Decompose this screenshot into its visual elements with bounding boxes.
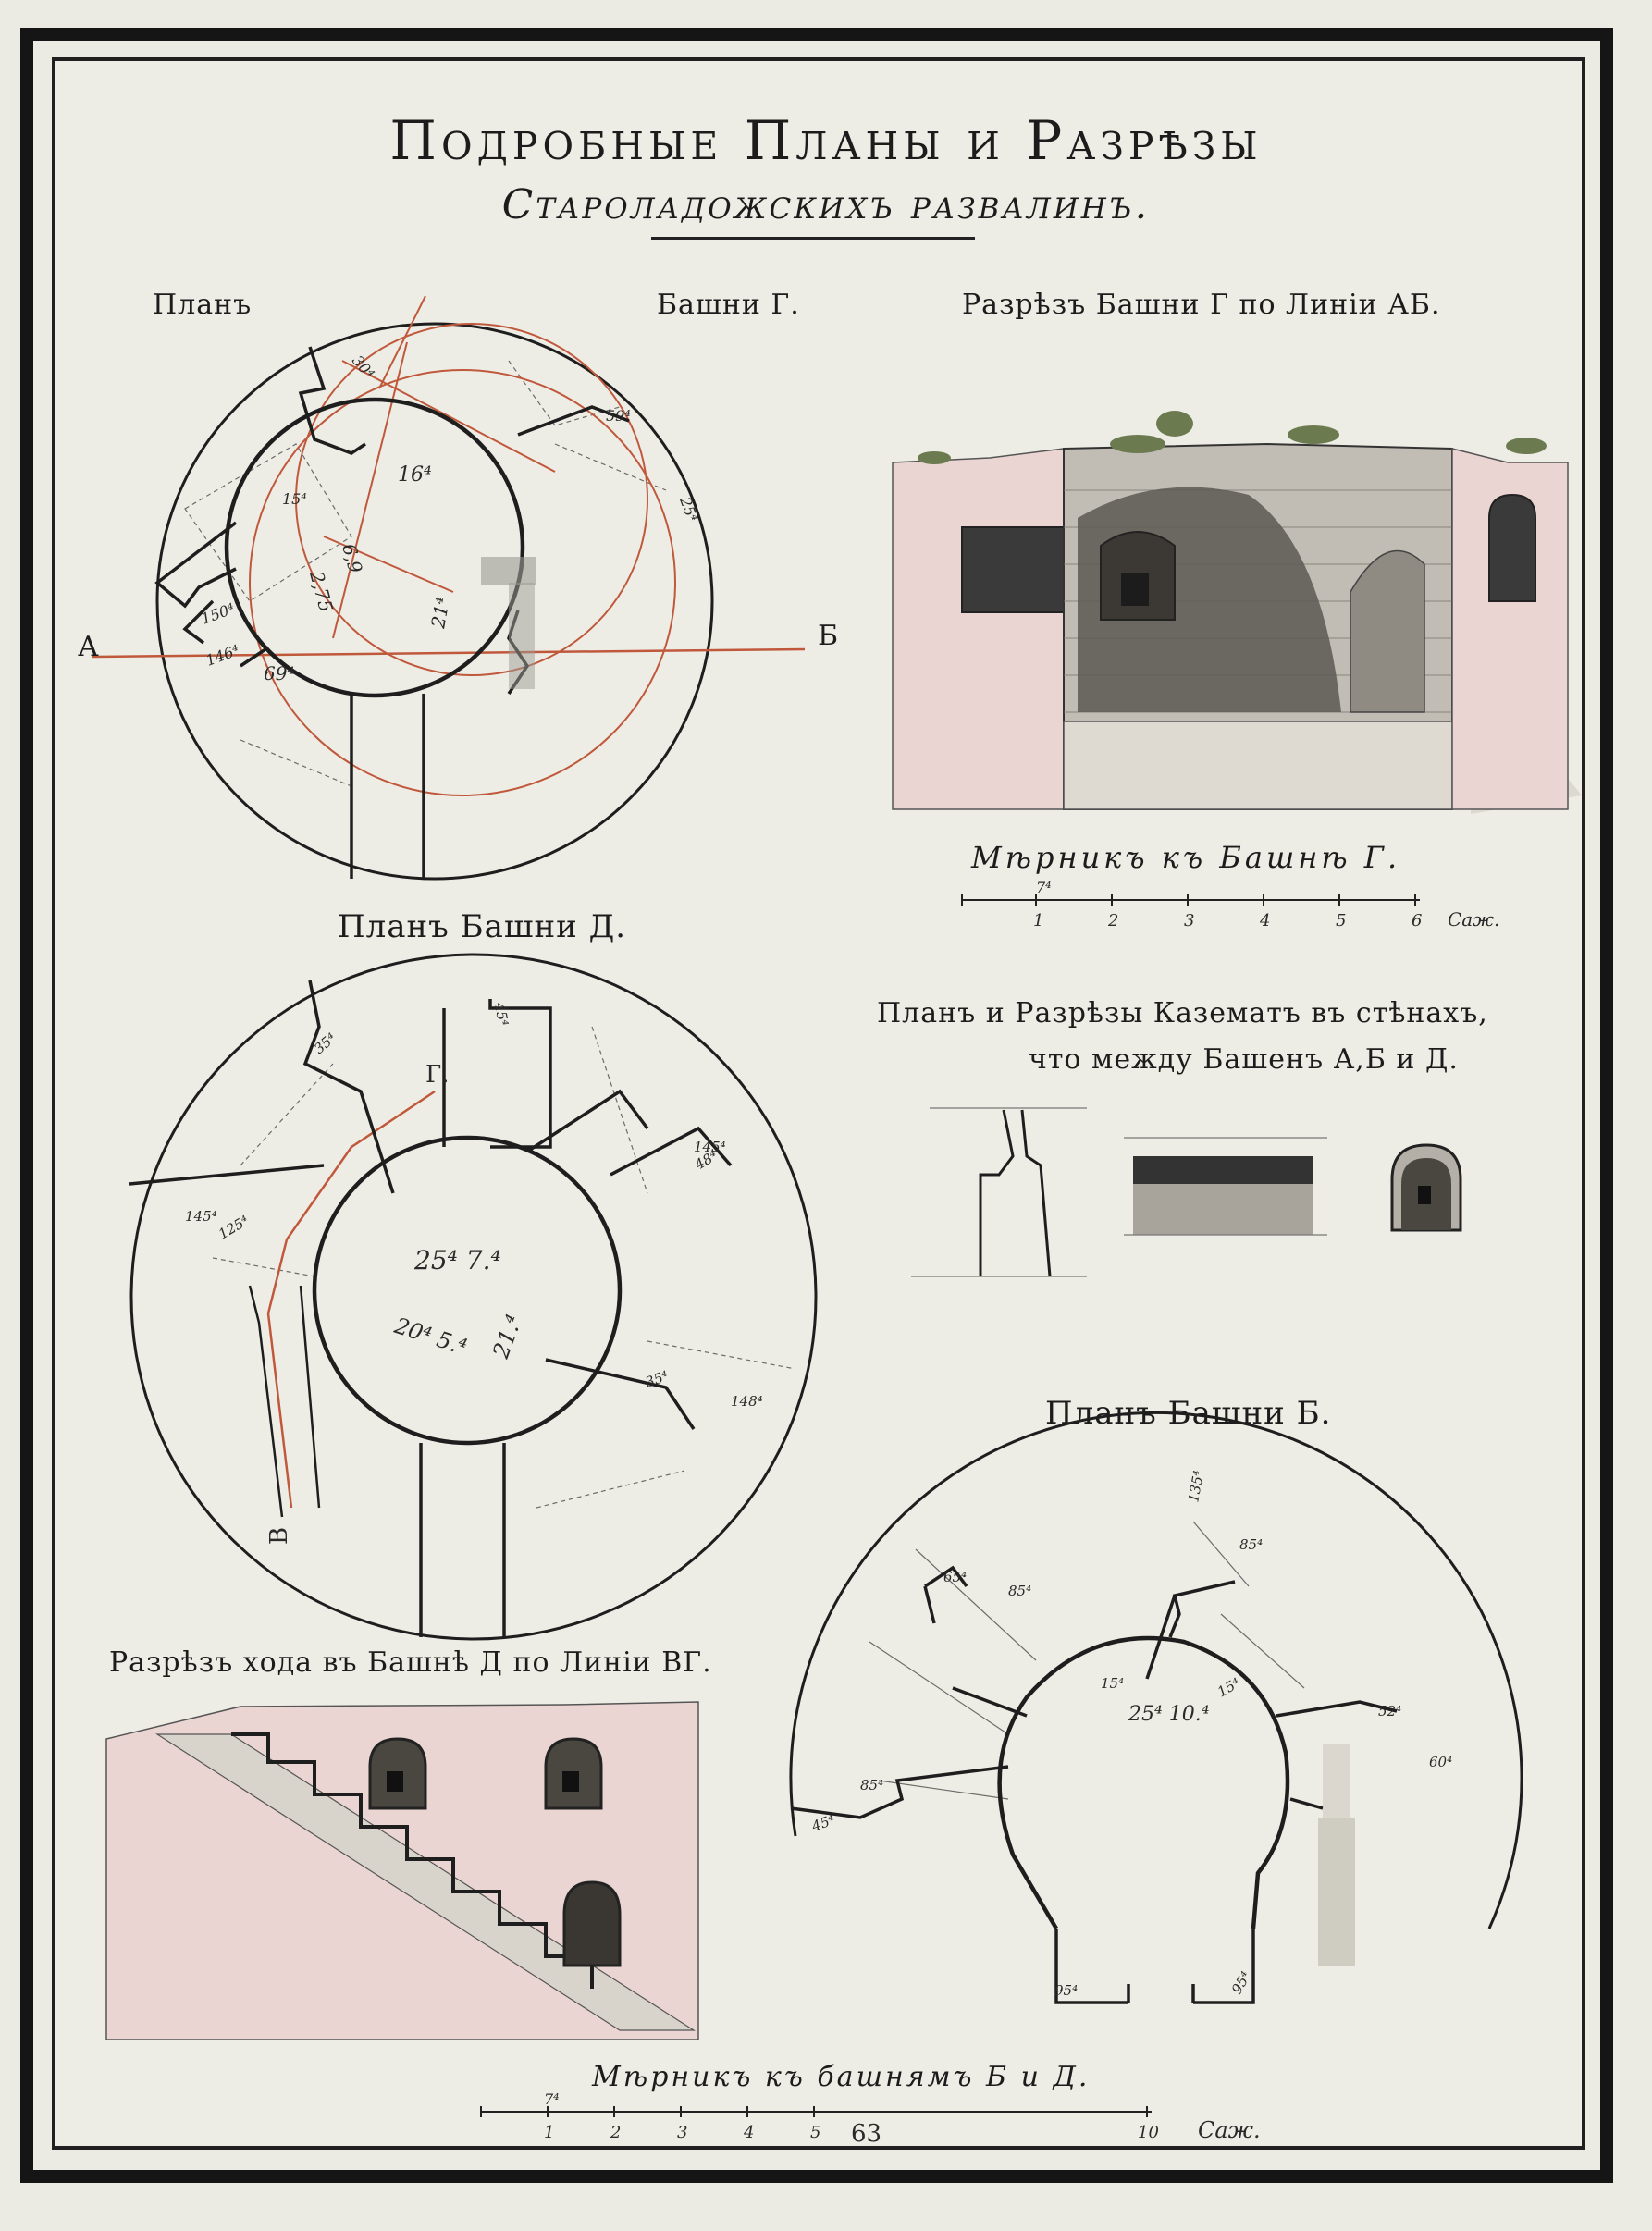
plan-d-label-v: В <box>265 1527 293 1545</box>
plan-g-dim-69b: 69⁴ <box>264 662 294 684</box>
section-g-vegetation <box>918 411 1547 464</box>
section-g-caption: Разрѣзъ Башни Г по Линіи АБ. <box>962 289 1441 321</box>
plan-b-dim-5: 135⁴ <box>1185 1469 1207 1503</box>
scale-g-tick-1: 1 <box>1033 911 1043 931</box>
section-g-window <box>1488 493 1536 602</box>
plan-g-dim-25: 25⁴ <box>676 494 701 524</box>
casemate-drawings <box>911 1107 1462 1277</box>
plan-g-dim-16: 16⁴ <box>398 463 432 487</box>
scale-g-tick-4: 4 <box>1259 911 1270 931</box>
plan-b-dim-10: 85⁴ <box>860 1777 883 1793</box>
section-g-right-wall <box>1451 448 1569 810</box>
casemate-caption-2: что между Башенъ А,Б и Д. <box>1029 1043 1459 1076</box>
plan-b-dim-4: 95⁴ <box>1228 1968 1254 1997</box>
plan-g-label-b: Б <box>818 620 840 652</box>
plan-b-dim-11: 52⁴ <box>1378 1703 1401 1719</box>
plan-b-inner-chamber <box>997 1635 1290 1930</box>
plan-b-dim-2: 15⁴ <box>1214 1674 1243 1700</box>
plan-g-caption-right: Башни Г. <box>657 289 800 321</box>
sheet-subtitle: Староладожскихъ развалинъ. <box>501 181 1151 228</box>
plan-d-dim-1: 45⁴ <box>491 1001 512 1028</box>
casemate-plan <box>979 1109 1052 1277</box>
plan-d-dim-a: 20⁴ 5.⁴ <box>390 1313 470 1361</box>
plan-b-outer-wall <box>789 1411 1523 1929</box>
plan-g-dim-69: 6,9 <box>338 541 366 575</box>
scale-g-tick-3: 3 <box>1184 911 1194 931</box>
plan-b-dim-6: 85⁴ <box>1239 1536 1263 1553</box>
outer-border <box>20 28 1613 2183</box>
casemate-section <box>1133 1156 1313 1184</box>
plan-b-dim-12: 60⁴ <box>1429 1754 1452 1770</box>
plan-d-caption: Планъ Башни Д. <box>338 908 627 945</box>
scale-bd-tick-1: 1 <box>544 2123 554 2142</box>
scale-bd-tick-5: 5 <box>810 2123 820 2142</box>
plan-b-dim-3: 95⁴ <box>1054 1982 1078 1999</box>
plan-d-outer-wall <box>129 953 818 1641</box>
plan-g-dim-21: 21⁴ <box>426 596 454 631</box>
passage-doorway <box>562 1880 622 1967</box>
section-g-left-wall <box>892 448 1065 810</box>
scale-g-unit: Саж. <box>1448 908 1499 931</box>
plan-d-dim-3: 145⁴ <box>694 1139 726 1155</box>
plan-d-dim-b: 21.⁴ <box>487 1312 527 1362</box>
scale-g-tick-5: 5 <box>1336 911 1346 931</box>
plan-g-dim-59: 59⁴ <box>606 407 631 425</box>
scale-g-tick-6: 6 <box>1412 911 1422 931</box>
scale-bd-caption: Мѣрникъ къ башнямъ Б и Д. <box>592 2061 1091 2093</box>
scale-bar-bd: 7⁴ 1 2 3 4 5 63 10 Саж. <box>480 2090 1261 2148</box>
plan-g-red-construction <box>249 295 676 796</box>
section-tower-g <box>892 411 1582 814</box>
plan-d-dim-5: 148⁴ <box>731 1393 763 1410</box>
plan-g-dim-15: 15⁴ <box>282 490 307 508</box>
scale-g-tick-2: 2 <box>1107 911 1118 931</box>
plan-b-dim-7: 65⁴ <box>943 1569 967 1585</box>
scale-bd-unit: Саж. <box>1198 2117 1261 2143</box>
scale-g-sub: 7⁴ <box>1036 879 1052 896</box>
plan-tower-d: 25⁴ 7.⁴ 20⁴ 5.⁴ 21.⁴ Г. В 45⁴ 35⁴ 145⁴ 4… <box>129 953 818 1641</box>
plan-g-inner-chamber <box>224 397 525 698</box>
casemate-caption-1: Планъ и Разрѣзы Казематъ въ стѣнахъ, <box>877 997 1488 1029</box>
plan-g-label-a: А <box>78 631 100 663</box>
plan-g-outer-wall <box>155 322 714 881</box>
section-g-rubble <box>1063 721 1453 810</box>
plan-g-caption-left: Планъ <box>153 289 253 321</box>
sheet-title: Подробные Планы и Разрѣзы <box>389 109 1263 172</box>
plan-b-dim-1: 15⁴ <box>1101 1675 1124 1692</box>
scale-bd-sub: 7⁴ <box>544 2090 560 2108</box>
scale-bd-tick-3: 3 <box>677 2123 687 2142</box>
plan-d-inner-chamber <box>312 1135 623 1446</box>
passage-steps <box>231 1732 594 1989</box>
plan-g-dim-275: 2,75 <box>305 568 338 614</box>
section-g-left-recess <box>962 527 1064 612</box>
plan-b-dim-8: 85⁴ <box>1008 1583 1031 1599</box>
plan-tower-b: 25⁴ 10.⁴ 15⁴ 15⁴ 95⁴ 95⁴ 135⁴ 85⁴ 65⁴ 85… <box>789 1411 1523 2004</box>
plan-d-dim-6: 145⁴ <box>185 1208 217 1225</box>
title-underline <box>651 237 975 240</box>
plan-d-center-dim: 25⁴ 7.⁴ <box>413 1245 501 1276</box>
scale-bar-g: 7⁴ 1 2 3 4 5 6 Саж. <box>961 879 1499 931</box>
plan-tower-g: 16⁴ 6,9 2,75 21⁴ 69⁴ 150⁴ 146⁴ 30⁴ 59⁴ 2… <box>92 295 806 881</box>
scale-bd-tick-4: 4 <box>743 2123 754 2142</box>
plan-d-label-g: Г. <box>425 1061 449 1089</box>
plan-b-center-dim: 25⁴ 10.⁴ <box>1128 1703 1210 1726</box>
scale-g-caption: Мѣрникъ къ Башнѣ Г. <box>971 840 1401 875</box>
scale-bd-pencil-note: 63 <box>851 2120 881 2148</box>
plan-g-dim-146: 146⁴ <box>203 641 241 669</box>
plan-g-dim-150: 150⁴ <box>199 599 237 627</box>
plan-d-dim-7: 125⁴ <box>216 1213 252 1243</box>
plan-g-section-line <box>92 647 806 659</box>
section-passage-d <box>105 1701 699 2040</box>
scale-bd-tick-2: 2 <box>610 2123 621 2142</box>
passage-caption: Разрѣзъ хода въ Башнѣ Д по Линіи ВГ. <box>109 1646 712 1679</box>
scale-bd-end-tick: 10 <box>1138 2123 1159 2142</box>
plan-d-passage-line <box>266 1090 436 1509</box>
